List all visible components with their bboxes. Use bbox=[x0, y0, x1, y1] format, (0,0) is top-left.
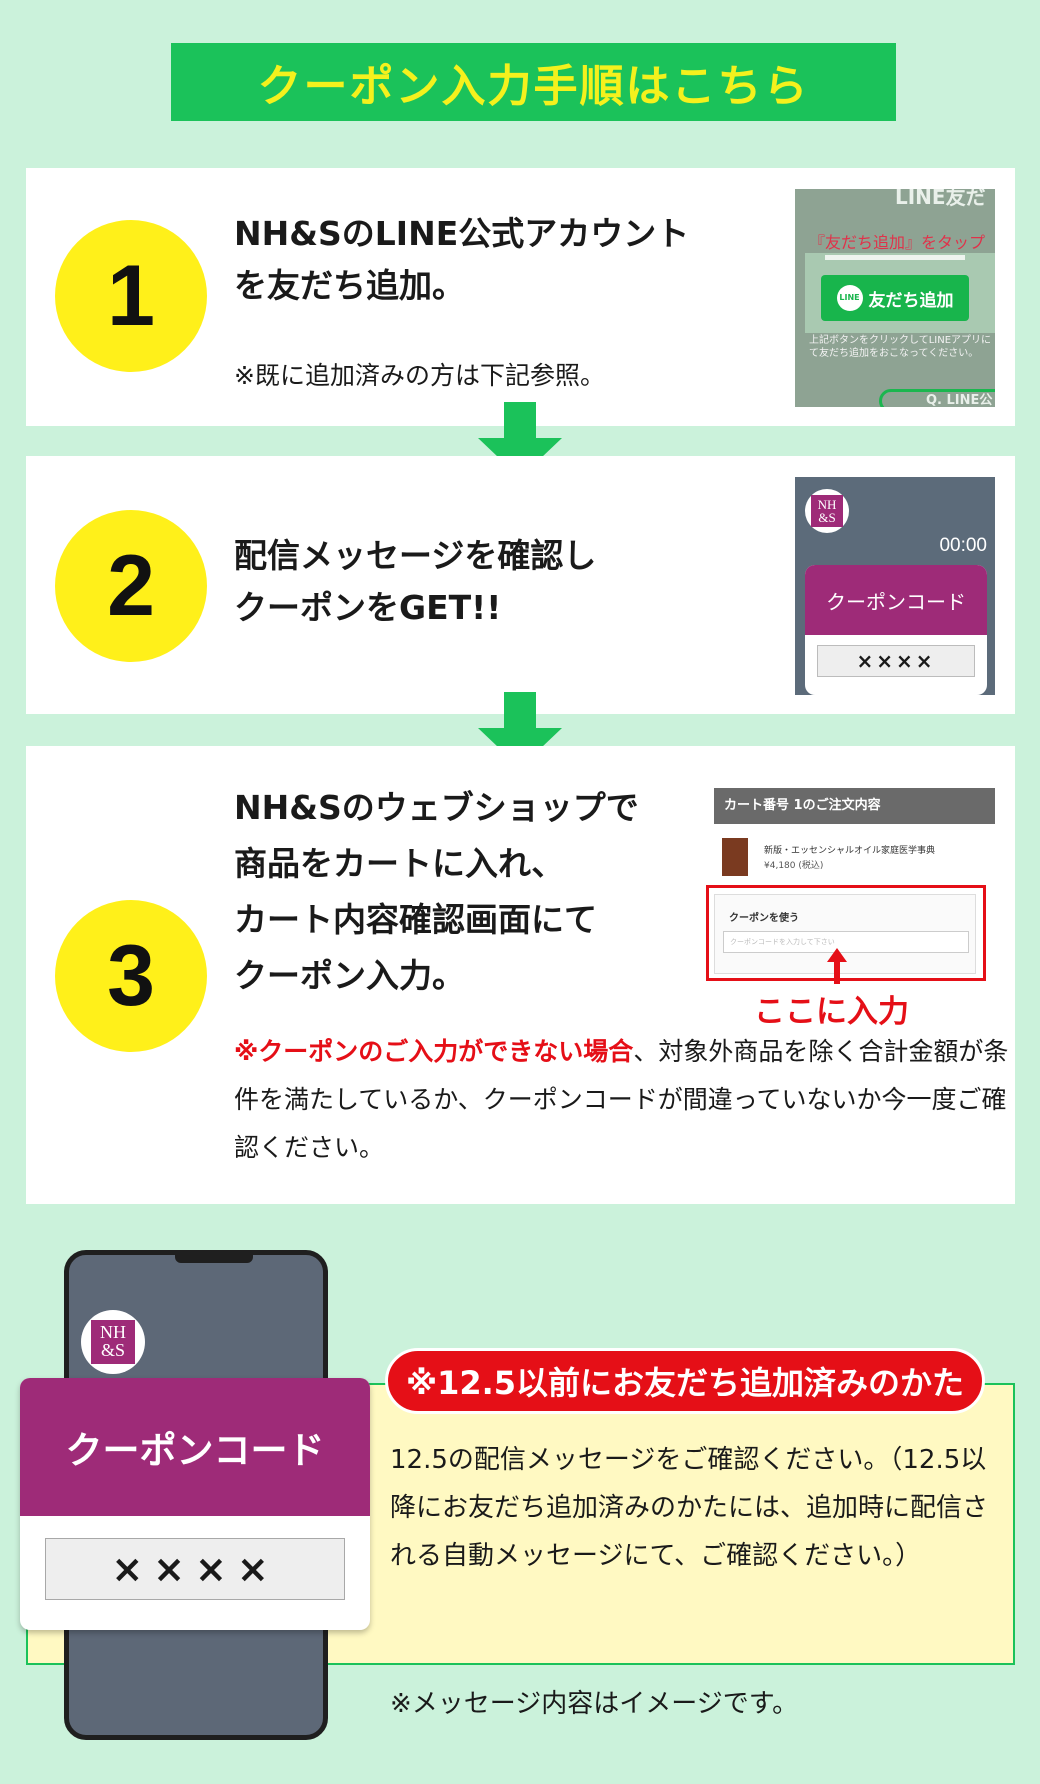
line-badge-icon: LINE bbox=[836, 285, 863, 311]
info-text: 12.5の配信メッセージをご確認ください。（12.5以降にお友だち追加済みのかた… bbox=[390, 1445, 989, 1571]
up-arrow-icon bbox=[827, 948, 847, 984]
coupon-label: クーポンコード bbox=[805, 565, 987, 635]
step-1-line-2: を友だち追加。 bbox=[234, 266, 465, 305]
cart-item-price: ¥4,180 (税込) bbox=[764, 861, 824, 871]
step-1-card: 1 NH&SのLINE公式アカウント を友だち追加。 ※既に追加済みの方は下記参… bbox=[26, 168, 1015, 426]
step-3-line-2: 商品をカートに入れ、 bbox=[234, 844, 565, 883]
step-2-text: 配信メッセージを確認し クーポンをGET!! bbox=[234, 530, 596, 634]
step-1-text: NH&SのLINE公式アカウント を友だち追加。 bbox=[234, 208, 689, 312]
coupon-input-panel: クーポンを使う クーポンコードを入力して下さい bbox=[714, 894, 976, 974]
step-3-card: 3 NH&Sのウェブショップで 商品をカートに入れ、 カート内容確認画面にて ク… bbox=[26, 746, 1015, 1204]
step-2-line-1: 配信メッセージを確認し bbox=[234, 536, 597, 575]
step-2-line-2: クーポンをGET!! bbox=[234, 588, 502, 627]
step-1-note: ※既に追加済みの方は下記参照。 bbox=[234, 361, 605, 390]
title-banner: クーポン入力手順はこちら bbox=[171, 43, 896, 121]
warning-text: 、対象外商品を除く合計金額が条件を満たしているか、クーポンコードが間違っていない… bbox=[234, 1037, 1009, 1162]
step-number-1: 1 bbox=[55, 220, 207, 372]
thumb-description: 上記ボタンをクリックしてLINEアプリにて友だち追加をおこなってください。 bbox=[809, 335, 992, 359]
step-number-2: 2 bbox=[55, 510, 207, 662]
existing-friend-tag: ※12.5以前にお友だち追加済みのかた bbox=[385, 1348, 985, 1414]
step-number-3: 3 bbox=[55, 900, 207, 1052]
step-3-text: NH&Sのウェブショップで 商品をカートに入れ、 カート内容確認画面にて クーポ… bbox=[234, 780, 639, 1004]
step-3-line-1: NH&Sのウェブショップで bbox=[234, 788, 639, 827]
thumb-top-text: LINE友だ bbox=[895, 189, 986, 209]
nhs-logo: NH &S bbox=[81, 1310, 145, 1374]
phone-notch bbox=[175, 1253, 253, 1263]
coupon-card-large: クーポンコード ×××× bbox=[20, 1378, 370, 1630]
coupon-warning: ※クーポンのご入力ができない場合、対象外商品を除く合計金額が条件を満たしているか… bbox=[234, 1028, 1014, 1172]
coupon-card: クーポンコード ×××× bbox=[805, 565, 987, 695]
tap-instruction: 『友だち追加』をタップ bbox=[809, 233, 986, 252]
coupon-label: クーポンコード bbox=[20, 1378, 370, 1516]
cart-item-title: 新版・エッセンシャルオイル家庭医学事典 bbox=[764, 846, 936, 856]
warning-highlight: ※クーポンのご入力ができない場合 bbox=[234, 1037, 634, 1066]
message-time: 00:00 bbox=[939, 535, 987, 556]
step-2-card: 2 配信メッセージを確認し クーポンをGET!! NH &S 00:00 クーポ… bbox=[26, 456, 1015, 714]
step-3-line-4: クーポン入力。 bbox=[234, 956, 465, 995]
use-coupon-label: クーポンを使う bbox=[729, 913, 799, 924]
cart-header: カート番号 1のご注文内容 bbox=[714, 788, 995, 824]
add-friend-button[interactable]: LINE 友だち追加 bbox=[821, 275, 969, 321]
step-3-line-3: カート内容確認画面にて bbox=[234, 900, 597, 939]
coupon-input-highlight: クーポンを使う クーポンコードを入力して下さい bbox=[706, 885, 986, 981]
coupon-code: ×××× bbox=[45, 1538, 345, 1600]
enter-here-label: ここに入力 bbox=[754, 994, 909, 1030]
nhs-logo: NH &S bbox=[805, 489, 849, 533]
cart-coupon-thumbnail: カート番号 1のご注文内容 新版・エッセンシャルオイル家庭医学事典 ¥4,180… bbox=[706, 788, 995, 1030]
line-add-friend-thumbnail: LINE友だ 『友だち追加』をタップ LINE 友だち追加 上記ボタンをクリック… bbox=[795, 189, 995, 407]
add-friend-label: 友だち追加 bbox=[868, 290, 954, 311]
faq-pill[interactable]: Q. LINE公 bbox=[879, 389, 995, 407]
image-disclaimer: ※メッセージ内容はイメージです。 bbox=[390, 1689, 799, 1719]
thumb-divider bbox=[825, 255, 965, 260]
page-title: クーポン入力手順はこちら bbox=[257, 61, 810, 112]
coupon-code: ×××× bbox=[817, 645, 975, 677]
step-1-line-1: NH&SのLINE公式アカウント bbox=[234, 214, 690, 253]
coupon-message-thumbnail: NH &S 00:00 クーポンコード ×××× bbox=[795, 477, 995, 695]
coupon-code-input[interactable]: クーポンコードを入力して下さい bbox=[723, 931, 969, 953]
book-image bbox=[722, 838, 748, 876]
